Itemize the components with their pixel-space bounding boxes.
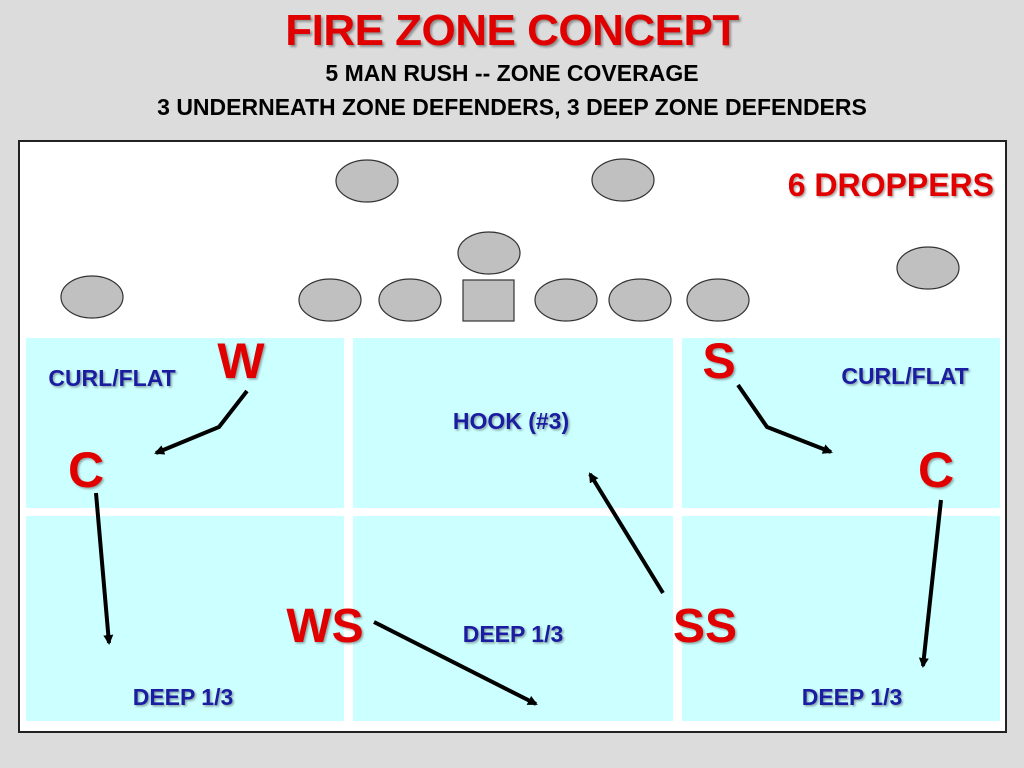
offense-center: [462, 279, 515, 322]
defender-ws: WS: [286, 600, 363, 653]
offense-player: [335, 159, 399, 203]
zone-label-deep-middle: DEEP 1/3: [463, 621, 564, 647]
offense-player: [686, 278, 750, 322]
zone-curl-flat-right: [682, 338, 1000, 508]
zone-label-hook: HOOK (#3): [453, 408, 569, 434]
zone-curl-flat-left: [26, 338, 344, 508]
offense-player: [378, 278, 442, 322]
ss-drop-arrow: [588, 472, 665, 595]
slide-subtitle-rush: 5 MAN RUSH -- ZONE COVERAGE: [325, 60, 699, 86]
slide-subtitle-defenders: 3 UNDERNEATH ZONE DEFENDERS, 3 DEEP ZONE…: [157, 94, 867, 120]
zone-label-curl-flat-right: CURL/FLAT: [841, 363, 968, 389]
ws-drop-arrow: [373, 620, 538, 706]
offense-player: [457, 231, 521, 275]
offense-player: [591, 158, 655, 202]
offense-player: [608, 278, 672, 322]
droppers-label: 6 DROPPERS: [788, 167, 994, 203]
slide-title: FIRE ZONE CONCEPT: [285, 6, 739, 55]
defender-c-right: C: [918, 442, 954, 498]
w-drop-arrow: [154, 389, 249, 455]
zone-deep-left: [26, 516, 344, 721]
c-left-drop-arrow: [94, 492, 114, 645]
offense-player: [60, 275, 124, 319]
defender-s: S: [702, 333, 735, 389]
zone-label-deep-right: DEEP 1/3: [802, 684, 903, 710]
zone-deep-right: [682, 516, 1000, 721]
defender-c-left: C: [68, 442, 104, 498]
s-drop-arrow: [736, 383, 833, 454]
zone-label-curl-flat-left: CURL/FLAT: [48, 365, 175, 391]
zone-hook: [353, 338, 673, 508]
offense-player: [896, 246, 960, 290]
defender-ss: SS: [673, 600, 737, 653]
defender-w: W: [217, 333, 265, 389]
offense-player: [534, 278, 598, 322]
zone-deep-middle: [353, 516, 673, 721]
c-right-drop-arrow: [918, 499, 943, 668]
offense-player: [298, 278, 362, 322]
zone-label-deep-left: DEEP 1/3: [133, 684, 234, 710]
